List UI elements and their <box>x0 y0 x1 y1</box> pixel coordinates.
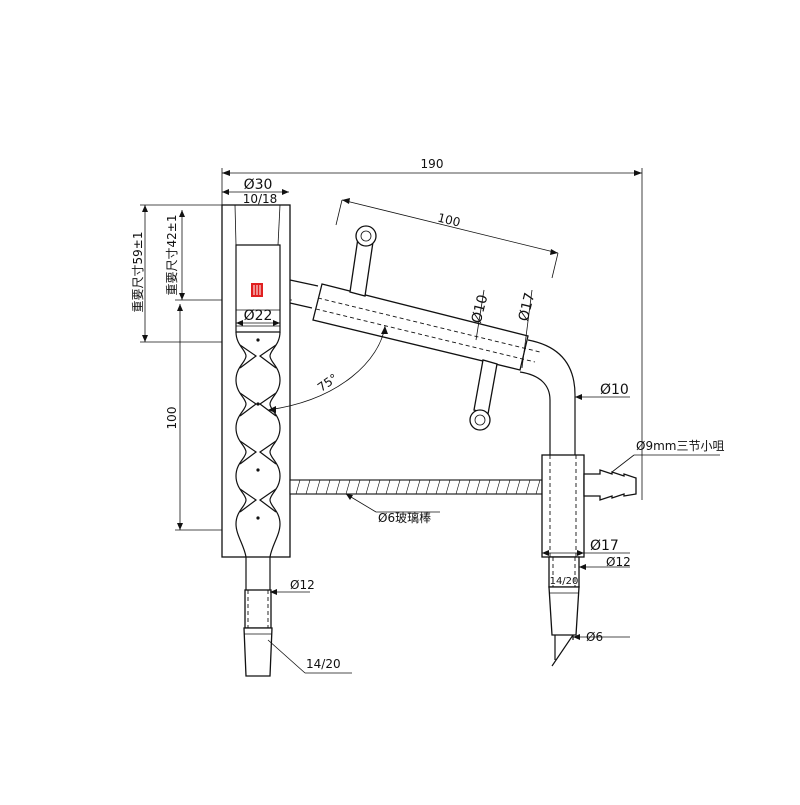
top-joint-label: 10/18 <box>243 192 278 206</box>
neck-diameter-label: Ø22 <box>244 308 273 324</box>
bottom-joint-label: 14/20 <box>306 657 341 671</box>
hose-barb-label: Ø9mm三节小咀 <box>636 439 724 453</box>
top-diameter-label: Ø30 <box>244 177 273 193</box>
drip-tip-label: Ø6 <box>586 630 603 644</box>
receiver-diameter-label: Ø17 <box>590 538 619 554</box>
required-59-label: 重要尺寸59±1 <box>131 232 145 313</box>
red-mark-icon <box>251 283 263 297</box>
glass-rod-label: Ø6玻璃棒 <box>378 511 431 525</box>
required-42-label: 重要尺寸42±1 <box>165 215 179 296</box>
overall-width-label: 190 <box>421 157 444 171</box>
angle-label: 75° <box>315 371 340 395</box>
receiver-joint-label: 14/20 <box>550 576 579 587</box>
vigreux-column: Ø22 <box>221 204 291 558</box>
bend-tube-label: Ø10 <box>600 382 629 398</box>
condenser-outer-label: Ø17 <box>516 291 539 323</box>
condenser-length-label: 100 <box>436 211 462 230</box>
bottom-tube: Ø12 14/20 <box>243 557 352 677</box>
side-arm <box>289 279 319 309</box>
bend-tube: Ø10 <box>519 339 630 455</box>
receiver-adapter: Ø9mm三节小咀 Ø17 14/20 Ø12 Ø6 <box>541 439 724 667</box>
condenser-inner-label: Ø10 <box>469 293 492 325</box>
condenser: 100 Ø10 Ø17 <box>312 198 559 431</box>
bottom-tube-label: Ø12 <box>290 578 315 592</box>
column-length-label: 100 <box>165 407 179 430</box>
overall-width-dimension: 190 <box>221 157 643 500</box>
receiver-tube-label: Ø12 <box>606 555 631 569</box>
glass-rod: Ø6玻璃棒 <box>289 479 543 525</box>
top-diameter-dimension: Ø30 10/18 <box>222 177 289 206</box>
left-dimensions: 重要尺寸59±1 重要尺寸42±1 100 <box>131 204 292 531</box>
